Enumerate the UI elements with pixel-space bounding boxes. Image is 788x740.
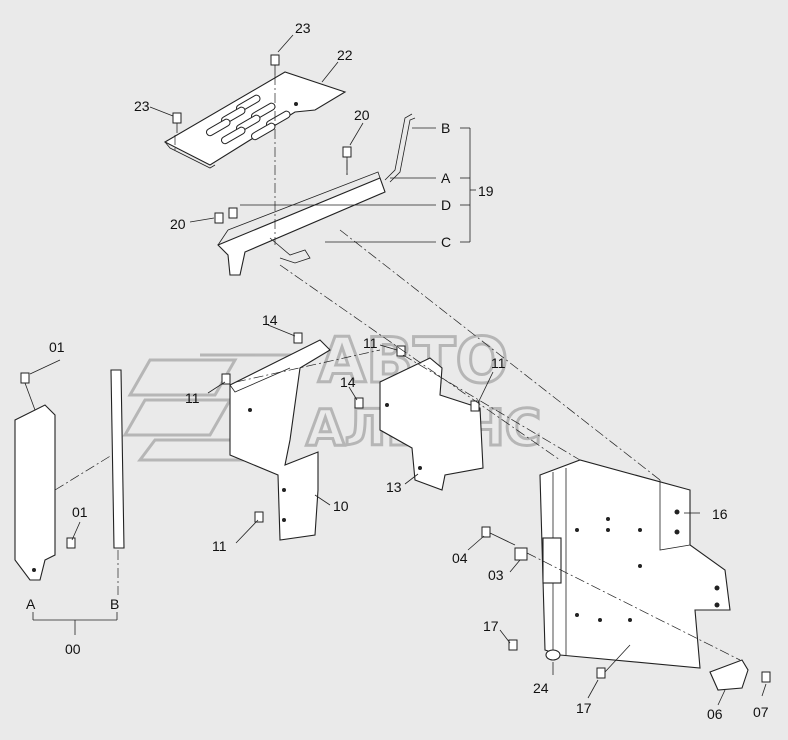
bolt-17-bottom (596, 644, 631, 679)
cover-slots (206, 94, 291, 145)
bolt-11-left (221, 373, 231, 385)
callout-B: B (441, 120, 450, 136)
bolt-11-center (396, 345, 406, 357)
bolt-23-left (172, 112, 182, 133)
assembly-lines (54, 75, 741, 661)
bolt-11-bottom (254, 511, 264, 523)
clip-06 (709, 659, 749, 691)
callout-23: 23 (134, 98, 150, 114)
callout-17: 17 (576, 700, 592, 716)
callout-11: 11 (185, 390, 200, 406)
bolt-01-top (20, 372, 36, 411)
callout-D: D (441, 197, 451, 213)
bolt-14-mid (354, 397, 364, 409)
callout-11: 11 (212, 538, 227, 554)
washer-24 (545, 649, 561, 661)
bolt-23-top (270, 54, 280, 75)
callout-07: 07 (753, 704, 769, 720)
seal-strip (110, 369, 125, 549)
callout-13: 13 (386, 479, 402, 495)
callout-11: 11 (491, 355, 506, 371)
callout-A: A (441, 170, 451, 186)
nut-03 (514, 547, 528, 561)
callout-A: A (26, 596, 36, 612)
bolt-17-left (508, 639, 518, 651)
callout-01: 01 (49, 339, 65, 355)
bracket-19 (217, 113, 416, 276)
bolt-04 (481, 526, 516, 546)
callout-20: 20 (354, 107, 370, 123)
callout-22: 22 (337, 47, 353, 63)
callout-11: 11 (363, 335, 378, 351)
leader-lines (29, 34, 767, 706)
side-cover (14, 404, 56, 581)
callout-24: 24 (533, 680, 549, 696)
callout-03: 03 (488, 567, 504, 583)
callout-16: 16 (712, 506, 728, 522)
callout-14: 14 (262, 312, 278, 328)
bolt-01-bottom (66, 537, 76, 549)
callout-01: 01 (72, 504, 88, 520)
callout-labels: 23 22 23 20 B A 19 D 20 C 14 11 01 11 14… (26, 20, 769, 722)
callout-19: 19 (478, 183, 494, 199)
bolt-20-left (214, 207, 238, 224)
callout-17: 17 (483, 618, 499, 634)
callout-23: 23 (295, 20, 311, 36)
callout-00: 00 (65, 641, 81, 657)
callout-06: 06 (707, 706, 723, 722)
panel-13 (379, 357, 484, 491)
cover-plate-22 (163, 71, 347, 169)
panel-10 (229, 339, 331, 541)
callout-B: B (110, 596, 119, 612)
callout-20: 20 (170, 216, 186, 232)
bolt-14-top (293, 332, 303, 344)
callout-C: C (441, 234, 451, 250)
callout-10: 10 (333, 498, 349, 514)
panel-16 (539, 459, 731, 669)
callout-14: 14 (340, 374, 356, 390)
bolt-07 (761, 671, 771, 683)
callout-04: 04 (452, 550, 468, 566)
